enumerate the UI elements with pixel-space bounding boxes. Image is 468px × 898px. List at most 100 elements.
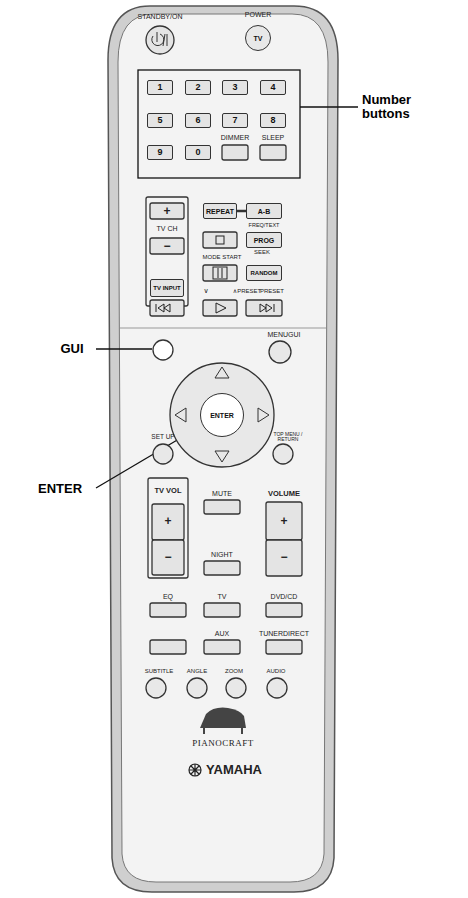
repeat-button: REPEAT — [203, 203, 237, 219]
round-button — [187, 678, 207, 698]
button-label: MODE START — [203, 254, 242, 260]
button-label: VOLUME — [268, 490, 300, 498]
button-symbol — [216, 303, 226, 313]
number-button: 3 — [222, 80, 248, 95]
plain-button — [150, 603, 186, 617]
button-symbol — [156, 304, 170, 312]
button-text: 2 — [195, 83, 200, 92]
button-label: SEEK — [254, 249, 270, 255]
arrow-symbol — [175, 408, 186, 422]
button-label: STANDBY/ON — [138, 13, 183, 20]
button-symbol-label: + — [280, 515, 287, 528]
plain-button — [150, 300, 184, 316]
arrow-symbol — [215, 451, 229, 462]
button-text: 5 — [157, 116, 162, 125]
button-label: MUTE — [212, 490, 232, 497]
callout-label: Number buttons — [362, 93, 426, 120]
plain-button — [148, 478, 188, 578]
plain-button — [266, 603, 302, 617]
plain-button — [146, 197, 188, 306]
standby-button — [152, 32, 167, 46]
button-text: REPEAT — [206, 208, 234, 215]
yamaha-emblem — [189, 764, 201, 776]
piano-logo — [241, 728, 243, 734]
button-text: 6 — [195, 116, 200, 125]
number-button: 5 — [147, 113, 173, 128]
button-symbol — [218, 268, 219, 278]
button-symbol-label: − — [280, 551, 287, 564]
button-label: TUNERDIRECT — [259, 630, 309, 637]
remote-body — [108, 6, 338, 892]
button-label: ANGLE — [187, 668, 207, 674]
tv-input-button: TV INPUT — [150, 279, 184, 297]
plain-button — [204, 561, 240, 575]
button-text: 1 — [157, 83, 162, 92]
arrow-symbol — [175, 367, 269, 462]
round-button — [146, 340, 293, 698]
prog-button: PROG — [246, 232, 282, 248]
button-label: FREQ/TEXT — [249, 223, 280, 229]
standby-button — [146, 26, 174, 54]
number-button: 2 — [185, 80, 211, 95]
plain-button — [204, 640, 240, 654]
divider-line — [120, 328, 326, 329]
remote-body — [118, 14, 328, 882]
plain-button — [152, 540, 184, 575]
random-button: RANDOM — [246, 265, 282, 281]
piano-logo — [203, 728, 205, 734]
number-button: 7 — [222, 113, 248, 128]
button-label: DIMMER — [221, 134, 249, 141]
button-text: 8 — [270, 116, 275, 125]
button-label: TV VOL — [154, 487, 181, 495]
plain-button — [260, 145, 286, 160]
plain-button — [266, 540, 302, 576]
plain-button — [146, 145, 302, 654]
plain-button — [266, 502, 302, 540]
button-text: 0 — [195, 148, 200, 157]
button-symbol — [213, 267, 227, 279]
button-text: A-B — [258, 208, 270, 215]
number-bracket — [138, 70, 300, 178]
piano-logo — [200, 708, 246, 728]
button-label: PRESET — [260, 288, 284, 294]
button-label: ∨ — [203, 287, 208, 294]
button-label: ∧PRESET — [233, 288, 261, 294]
button-label: POWER — [245, 11, 271, 18]
round-button — [273, 444, 293, 464]
callout-label: ENTER — [38, 482, 82, 496]
number-button: 9 — [147, 145, 173, 160]
number-bracket — [138, 70, 358, 178]
round-button — [226, 678, 246, 698]
round-button — [269, 341, 291, 363]
standby-button — [146, 26, 174, 54]
button-label: TV CH — [157, 225, 178, 232]
remote-body — [108, 6, 338, 892]
plain-button — [246, 300, 282, 316]
number-bracket — [300, 106, 358, 107]
button-label: NIGHT — [211, 551, 233, 558]
plain-button — [222, 145, 248, 160]
button-label: MENUGUI — [267, 331, 300, 338]
button-label: SLEEP — [262, 134, 285, 141]
button-label: TOP MENU / RETURN — [273, 432, 303, 443]
button-symbol-label: + — [164, 515, 171, 528]
number-button: 6 — [185, 113, 211, 128]
button-text: ENTER — [210, 412, 234, 419]
button-text: 4 — [270, 83, 275, 92]
button-label: TV — [218, 593, 227, 600]
number-button: 4 — [260, 80, 286, 95]
plain-button — [150, 203, 184, 219]
plain-button — [152, 504, 184, 540]
button-text: TV INPUT — [153, 285, 180, 291]
button-label: DVD/CD — [271, 593, 298, 600]
ab-button: A-B — [246, 203, 282, 219]
button-text: PROG — [254, 237, 275, 244]
connector — [237, 211, 246, 212]
plain-button — [204, 603, 240, 617]
round-button — [153, 340, 173, 360]
number-button: 1 — [147, 80, 173, 95]
button-label: ZOOM — [225, 668, 243, 674]
button-symbol — [260, 304, 274, 312]
button-label: AUDIO — [266, 668, 285, 674]
round-button — [153, 444, 173, 464]
